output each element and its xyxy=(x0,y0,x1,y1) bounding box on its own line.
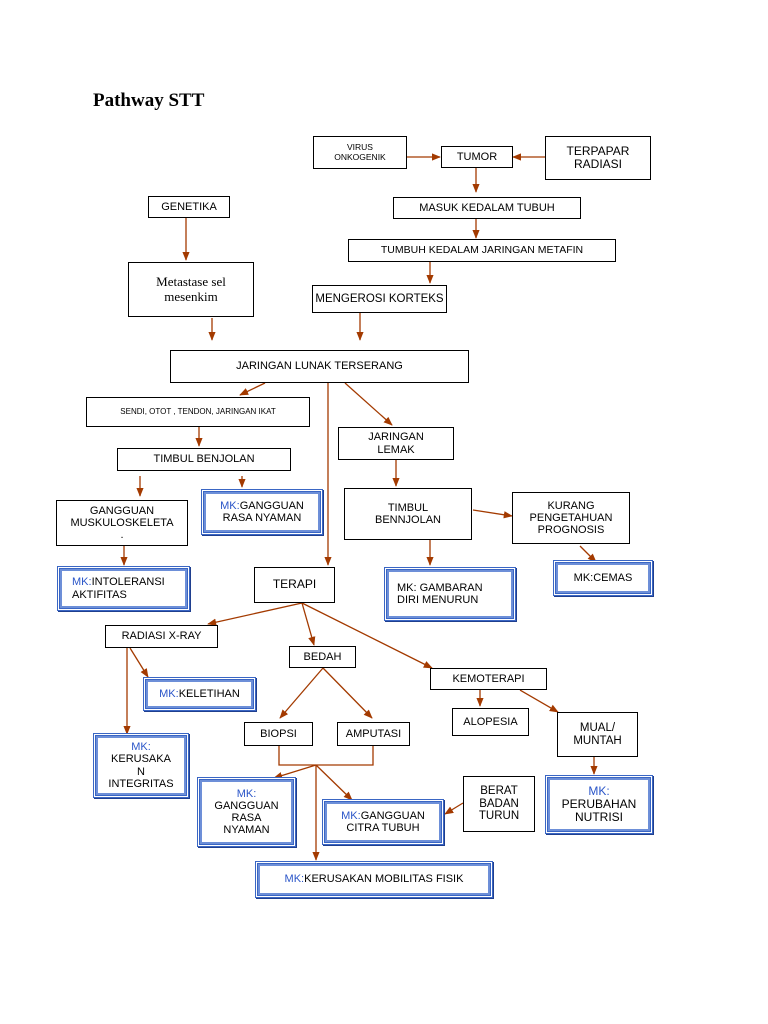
mk-label: MK: xyxy=(284,873,305,886)
mk-intoleransi-text: INTOLERANSI AKTIFITAS xyxy=(72,576,165,601)
mk-kerusakan-integritas-text: KERUSAKA N INTEGRITAS xyxy=(108,753,174,790)
node-genetika: GENETIKA xyxy=(148,196,230,218)
mk-label: MK: xyxy=(220,499,240,512)
node-jaringan-lemak: JARINGAN LEMAK xyxy=(338,427,454,460)
node-berat: BERAT BADAN TURUN xyxy=(463,776,535,832)
arrow-bedah-amputasi xyxy=(322,667,373,719)
node-biopsi: BIOPSI xyxy=(244,722,313,746)
mk-gambaran: MK: GAMBARAN DIRI MENURUN xyxy=(384,567,516,621)
node-jaringan-lunak: JARINGAN LUNAK TERSERANG xyxy=(170,350,469,383)
mk-label: MK: xyxy=(159,687,179,700)
arrow-bedah-rasa xyxy=(273,764,317,780)
node-mengerosi: MENGEROSI KORTEKS xyxy=(312,285,447,313)
mk-citra: MK:GANGGUAN CITRA TUBUH xyxy=(322,799,444,845)
node-tumbuh: TUMBUH KEDALAM JARINGAN METAFIN xyxy=(348,239,616,262)
mk-label: MK: xyxy=(397,581,417,594)
node-timbul-benjolan: TIMBUL BENJOLAN xyxy=(117,448,291,471)
arrow-kemo-mual xyxy=(519,689,559,713)
mk-label: MK: xyxy=(236,787,257,800)
mk-label: MK: xyxy=(131,741,151,754)
arrow-kurang-cemas xyxy=(579,545,597,563)
arrow-terapi-kemo xyxy=(301,602,433,669)
mk-rasa-nyaman-1-text: GANGGUAN RASA NYAMAN xyxy=(222,499,304,524)
mk-rasa-nyaman-2-text: GANGGUAN RASA NYAMAN xyxy=(214,799,279,837)
arrow-berat-citra xyxy=(444,802,464,815)
node-timbul-bennjolan: TIMBUL BENNJOLAN xyxy=(344,488,472,540)
node-mual: MUAL/ MUNTAH xyxy=(557,712,638,757)
node-kurang: KURANG PENGETAHUAN PROGNOSIS xyxy=(512,492,630,544)
arrow-jaringan-lemak xyxy=(344,382,393,426)
mk-label: MK: xyxy=(588,783,610,798)
mk-mobilitas: MK:KERUSAKAN MOBILITAS FISIK xyxy=(255,861,493,898)
arrow-bedah-biopsi xyxy=(279,667,324,719)
node-masuk: MASUK KEDALAM TUBUH xyxy=(393,197,581,219)
bracket-bedah xyxy=(278,746,374,766)
node-tumor: TUMOR xyxy=(441,146,513,168)
mk-kerusakan-integritas: MK: KERUSAKA N INTEGRITAS xyxy=(93,733,189,798)
mk-perubahan: MK: PERUBAHAN NUTRISI xyxy=(545,775,653,834)
node-alopesia: ALOPESIA xyxy=(452,708,529,736)
mk-intoleransi: MK:INTOLERANSI AKTIFITAS xyxy=(57,566,190,611)
node-kemoterapi: KEMOTERAPI xyxy=(430,668,547,690)
node-radiasi: RADIASI X-RAY xyxy=(105,625,218,648)
mk-label: MK: xyxy=(72,576,92,589)
mk-cemas-text: CEMAS xyxy=(593,571,633,584)
mk-cemas: MK:CEMAS xyxy=(553,560,653,596)
node-bedah: BEDAH xyxy=(289,646,356,668)
arrow-bennjolan-kurang xyxy=(472,509,513,519)
node-terpapar: TERPAPAR RADIASI xyxy=(545,136,651,180)
arrow-terapi-radiasi xyxy=(207,602,303,626)
node-amputasi: AMPUTASI xyxy=(337,722,410,746)
node-virus: VIRUS ONKOGENIK xyxy=(313,136,407,169)
mk-rasa-nyaman-1: MK:GANGGUAN RASA NYAMAN xyxy=(201,489,323,535)
node-sendi: SENDI, OTOT , TENDON, JARINGAN IKAT xyxy=(86,397,310,427)
mk-citra-text: GANGGUAN CITRA TUBUH xyxy=(346,809,425,834)
arrow-bedah-citra xyxy=(315,764,353,801)
node-metastase: Metastase sel mesenkim xyxy=(128,262,254,317)
mk-keletihan: MK:KELETIHAN xyxy=(143,677,256,711)
node-gangguan-musk: GANGGUAN MUSKULOSKELETA . xyxy=(56,500,188,546)
mk-mobilitas-text: KERUSAKAN MOBILITAS FISIK xyxy=(304,873,464,886)
arrow-terapi-bedah xyxy=(301,602,316,646)
arrow-jaringan-sendi xyxy=(239,382,266,396)
node-terapi: TERAPI xyxy=(254,567,335,603)
arrow-radiasi-keletihan xyxy=(129,647,149,678)
mk-rasa-nyaman-2: MK: GANGGUAN RASA NYAMAN xyxy=(197,777,296,847)
mk-keletihan-text: KELETIHAN xyxy=(178,687,240,700)
mk-label: MK: xyxy=(573,571,594,584)
mk-perubahan-text: PERUBAHAN NUTRISI xyxy=(561,796,637,825)
mk-label: MK: xyxy=(341,809,361,822)
mk-gambaran-text: GAMBARAN DIRI MENURUN xyxy=(397,581,483,606)
page-title: Pathway STT xyxy=(93,90,205,111)
